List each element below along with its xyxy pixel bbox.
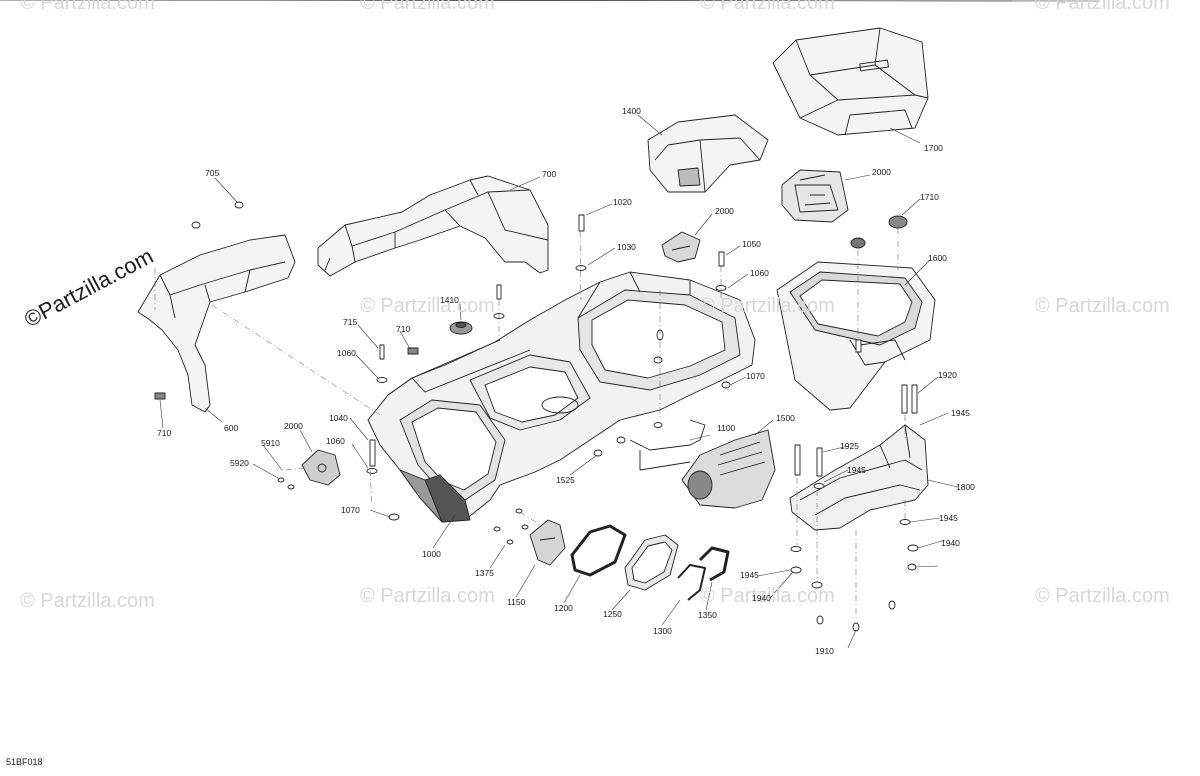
callout-1040[interactable]: 1040 [329,413,348,423]
callout-1945[interactable]: 1945 [740,570,759,580]
callout-2000[interactable]: 2000 [284,421,303,431]
callout-1940[interactable]: 1940 [941,538,960,548]
callout-5910[interactable]: 5910 [261,438,280,448]
console-cover-part [647,114,769,193]
callout-1070[interactable]: 1070 [746,371,765,381]
callout-1350[interactable]: 1350 [698,610,717,620]
partzilla-watermark-tile: © Partzilla.com [700,295,835,317]
partzilla-watermark-tile: © Partzilla.com [700,0,835,14]
callout-715[interactable]: 715 [343,317,358,327]
seat-cushion-part [772,27,929,136]
callout-1000[interactable]: 1000 [422,549,441,559]
storage-bin-part [776,261,936,411]
fastener-parts [154,201,919,632]
callout-1250[interactable]: 1250 [603,609,622,619]
callout-2000[interactable]: 2000 [872,167,891,177]
grommet-part [888,215,908,229]
callout-1100[interactable]: 1100 [717,423,736,433]
partzilla-watermark-tile: © Partzilla.com [1035,585,1170,607]
partzilla-watermark-tile: © Partzilla.com [700,585,835,607]
leader-lines [0,0,1101,649]
callout-1925[interactable]: 1925 [840,441,859,451]
callout-1400[interactable]: 1400 [622,106,641,116]
callout-1710[interactable]: 1710 [920,192,939,202]
callout-1910[interactable]: 1910 [815,646,834,656]
callout-1150[interactable]: 1150 [507,597,526,607]
trim-ring-part [570,524,627,577]
callout-1700[interactable]: 1700 [924,143,943,153]
upper-bracket-part [317,175,549,277]
callout-1060[interactable]: 1060 [337,348,356,358]
callout-1300[interactable]: 1300 [653,626,672,636]
bezel-part [624,534,679,591]
callout-2000[interactable]: 2000 [715,206,734,216]
callout-1410[interactable]: 1410 [440,295,459,305]
callout-1020[interactable]: 1020 [613,197,632,207]
callout-1940[interactable]: 1940 [752,593,771,603]
grommet-part [449,321,473,335]
callout-1060[interactable]: 1060 [326,436,345,446]
partzilla-watermark-tile: © Partzilla.com [360,295,495,317]
callout-1945[interactable]: 1945 [847,465,866,475]
callout-710[interactable]: 710 [396,324,411,334]
callout-1375[interactable]: 1375 [475,568,494,578]
partzilla-watermark-tile: © Partzilla.com [20,0,155,14]
callout-1525[interactable]: 1525 [556,475,575,485]
callout-600[interactable]: 600 [224,423,239,433]
callout-1600[interactable]: 1600 [928,253,947,263]
mount-bracket-part [529,519,566,566]
callout-700[interactable]: 700 [542,169,557,179]
callout-1500[interactable]: 1500 [776,413,795,423]
callout-1030[interactable]: 1030 [617,242,636,252]
callout-1200[interactable]: 1200 [554,603,573,613]
partzilla-watermark-tile: © Partzilla.com [360,0,495,14]
callout-1070[interactable]: 1070 [341,505,360,515]
alignment-lines [154,228,906,620]
partzilla-watermark-tile: © Partzilla.com [1035,295,1170,317]
callout-1060[interactable]: 1060 [750,268,769,278]
grommet-part [850,237,866,249]
partzilla-watermark-tile: © Partzilla.com [360,585,495,607]
callout-1920[interactable]: 1920 [938,370,957,380]
wire-bracket-part [629,419,706,451]
seal-ring-part [698,546,730,582]
seal-ring-part [677,564,706,601]
diagram-code: 51BF018 [6,757,43,767]
callout-1945[interactable]: 1945 [951,408,970,418]
latch-part [661,231,701,263]
partzilla-watermark-tile: © Partzilla.com [1035,0,1170,14]
callout-1050[interactable]: 1050 [742,239,761,249]
latch-part [301,449,341,486]
callout-1945[interactable]: 1945 [939,513,958,523]
speaker-housing-part [681,429,776,509]
callout-5920[interactable]: 5920 [230,458,249,468]
partzilla-watermark-tile: © Partzilla.com [20,590,155,612]
rear-bumper-part [789,424,929,531]
callout-710[interactable]: 710 [157,428,172,438]
callout-1800[interactable]: 1800 [956,482,975,492]
callout-705[interactable]: 705 [205,168,220,178]
latch-part [781,169,849,223]
left-bracket-part [137,234,296,413]
